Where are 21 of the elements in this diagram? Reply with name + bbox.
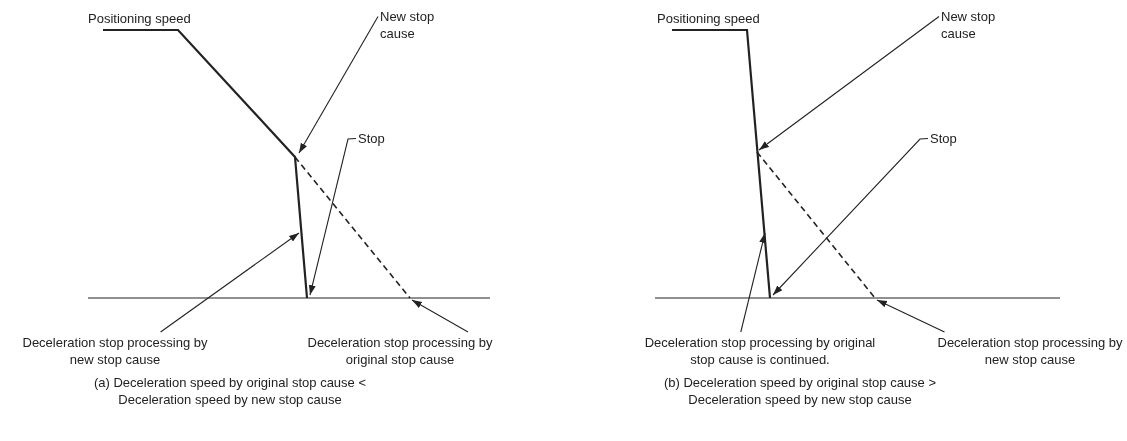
- leader-line: [309, 137, 357, 296]
- leader-line: [758, 15, 940, 151]
- speed-profile-drawing: [672, 28, 876, 299]
- callout-text: Deceleration stop processing by original stop cause is continued.: [640, 334, 880, 368]
- leader-line: [411, 299, 469, 333]
- leader-line: [876, 299, 946, 333]
- callout-text: Stop: [358, 130, 385, 147]
- callout-text: Deceleration stop processing by new stop cause: [20, 334, 210, 368]
- caption: (a) Deceleration speed by original stop cause < Deceleration speed by new stop cause: [92, 374, 368, 408]
- leader-line: [298, 15, 379, 154]
- callout-text: New stop cause: [380, 8, 455, 42]
- callout-text: Deceleration stop processing by new stop cause: [935, 334, 1125, 368]
- callout-text: New stop cause: [941, 8, 1016, 42]
- axis-label: Positioning speed: [88, 10, 191, 27]
- callout-text: Deceleration stop processing by original stop cause: [300, 334, 500, 368]
- leader-line: [772, 137, 929, 296]
- leader-line: [160, 232, 300, 333]
- callout-text: Stop: [930, 130, 957, 147]
- leader-line: [740, 232, 766, 333]
- caption: (b) Deceleration speed by original stop cause > Deceleration speed by new stop cause: [662, 374, 938, 408]
- axis-label: Positioning speed: [657, 10, 760, 27]
